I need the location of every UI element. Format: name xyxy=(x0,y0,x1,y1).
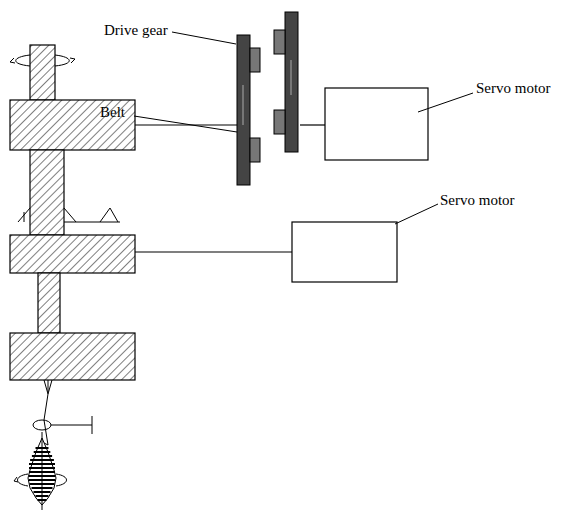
servo-motor-label: Servo motor xyxy=(476,80,551,97)
belt-label: Belt xyxy=(100,104,125,121)
upper-shaft xyxy=(30,150,64,235)
servo-motor-upper xyxy=(325,88,428,160)
right-pulleys xyxy=(274,12,298,152)
servo-motor-lower xyxy=(292,222,397,282)
servo-motor-label: Servo motor xyxy=(440,192,515,209)
left-pulleys xyxy=(237,35,260,185)
drive-gear-label: Drive gear xyxy=(104,22,168,39)
top-plate xyxy=(10,100,135,150)
guide-marks xyxy=(18,208,120,222)
leader-lines xyxy=(134,32,473,224)
middle-plate xyxy=(10,235,135,273)
bobbin xyxy=(14,432,67,510)
lower-shaft xyxy=(38,273,60,333)
rotor-block xyxy=(30,45,55,100)
rotation-arrow xyxy=(10,55,75,66)
bottom-plate xyxy=(10,333,135,380)
